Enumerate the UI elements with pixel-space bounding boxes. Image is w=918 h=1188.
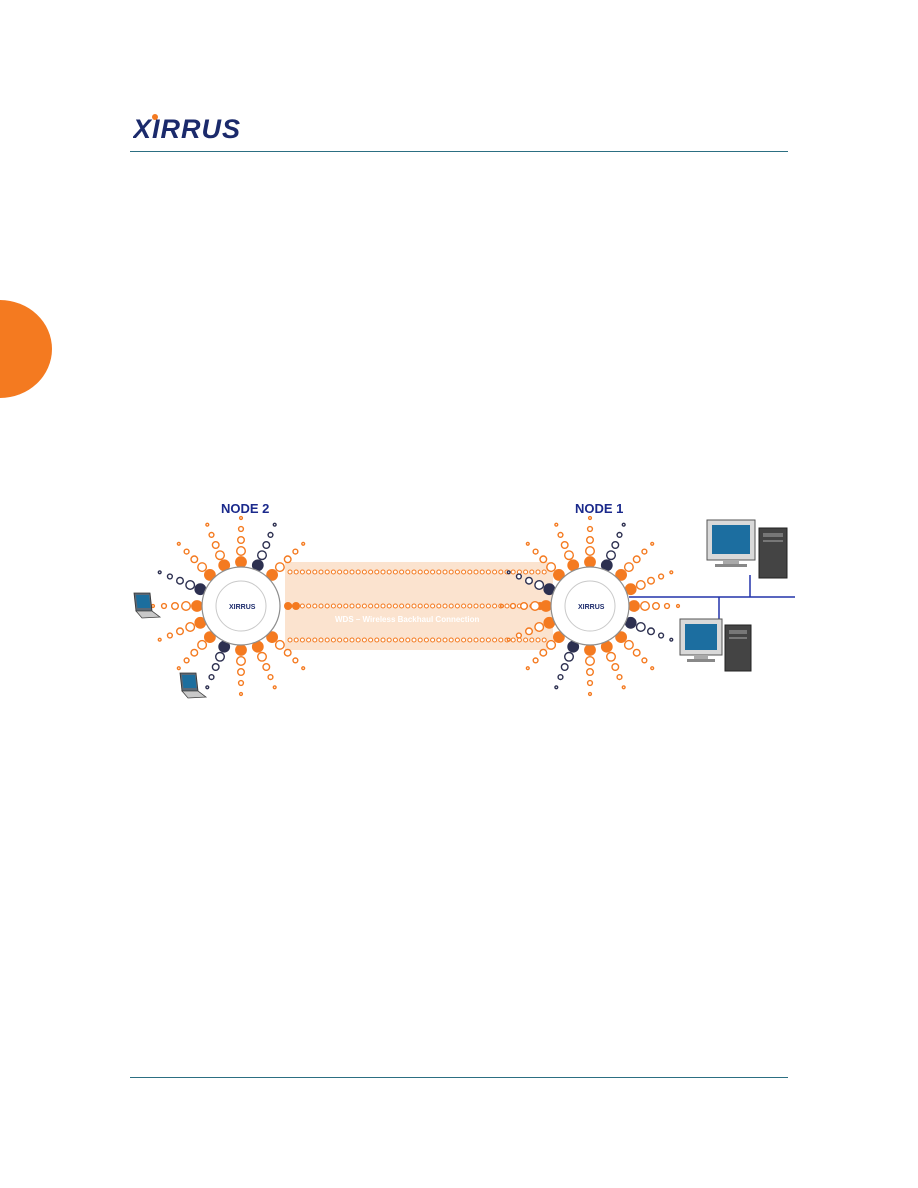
node2-signal-rays <box>150 515 306 697</box>
logo-text: XIRRUS <box>133 114 241 143</box>
laptop-icon <box>179 672 208 699</box>
node2-array: XIRRUS <box>201 566 281 646</box>
header-rule <box>130 151 788 152</box>
laptop-icon <box>133 592 162 619</box>
chapter-tab <box>0 300 52 398</box>
node1-badge: XIRRUS <box>578 604 605 611</box>
node1-array: XIRRUS <box>550 566 630 646</box>
footer-rule <box>130 1077 788 1078</box>
node1-title: NODE 1 <box>575 501 623 516</box>
wds-network-diagram: WDS – Wireless Backhaul Connection NODE … <box>133 501 795 699</box>
logo-dot <box>152 114 158 120</box>
desktop-computer-icon <box>679 618 752 672</box>
wireless-array-icon <box>550 566 630 646</box>
xirrus-logo: XIRRUS <box>133 114 241 143</box>
wireless-array-icon <box>201 566 281 646</box>
backhaul-label: WDS – Wireless Backhaul Connection <box>335 615 480 624</box>
node2-title: NODE 2 <box>221 501 269 516</box>
desktop-computer-icon <box>706 519 788 579</box>
node2-badge: XIRRUS <box>229 604 256 611</box>
node1-signal-rays <box>499 515 681 697</box>
